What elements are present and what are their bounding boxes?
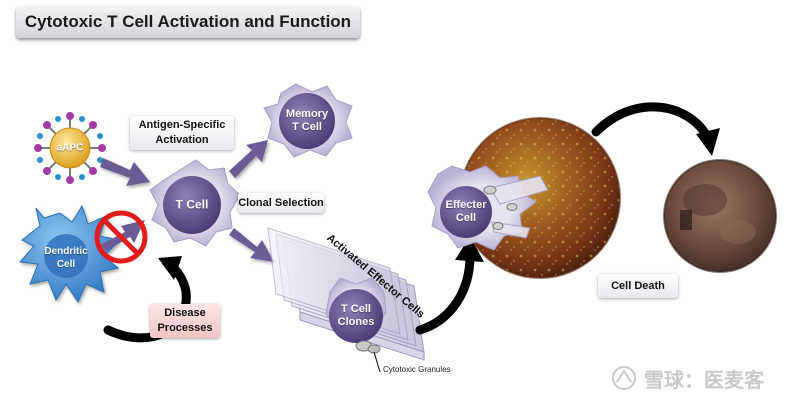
cell-label-t-cell: T Cell xyxy=(175,197,209,212)
page-title: Cytotoxic T Cell Activation and Function xyxy=(16,6,360,38)
cell-label-dendritic-cell: Dendritic Cell xyxy=(44,246,88,270)
label-antigen-specific-activation: Antigen-Specific Activation xyxy=(130,116,234,150)
dendritic-cell xyxy=(18,204,122,304)
arrow-dead-head xyxy=(696,128,720,156)
memory-t-cell xyxy=(263,83,353,158)
watermark-logo-icon xyxy=(612,366,636,390)
arrow-clones-to-effecter xyxy=(415,251,475,335)
watermark: 雪球：医麦客 xyxy=(612,364,798,392)
label-cell-death: Cell Death xyxy=(598,274,678,298)
dead-cell xyxy=(663,159,777,273)
arrow-to-dead-cell xyxy=(591,102,713,143)
arrow-tcell-to-memory xyxy=(229,140,268,178)
arrow-tcell-to-clones xyxy=(229,228,274,262)
label-disease-processes: Disease Processes xyxy=(150,304,220,338)
arrows-purple xyxy=(100,140,274,262)
arrow-aapc-to-tcell xyxy=(100,158,150,186)
inhibition-sign xyxy=(94,210,148,264)
label-clonal-selection: Clonal Selection xyxy=(238,193,324,213)
watermark-text: 雪球：医麦客 xyxy=(644,369,764,392)
effector-stack xyxy=(267,227,425,373)
aapc-cell xyxy=(34,112,106,184)
cell-label-t-cell-clones: T Cell Clones xyxy=(337,303,375,328)
cell-label-memory-t-cell: Memory T Cell xyxy=(285,108,329,133)
cell-label-effecter-cell: Effecter Cell xyxy=(445,199,487,224)
arrow-disease-head xyxy=(158,256,182,280)
t-cell xyxy=(149,159,241,247)
label-cytotoxic-granules: Cytotoxic Granules xyxy=(383,365,451,374)
arrow-clones-head xyxy=(455,236,484,262)
effecter-cell xyxy=(427,165,549,251)
arrow-disease-curve xyxy=(103,261,191,343)
cell-label-aapc: aAPC xyxy=(56,142,84,154)
